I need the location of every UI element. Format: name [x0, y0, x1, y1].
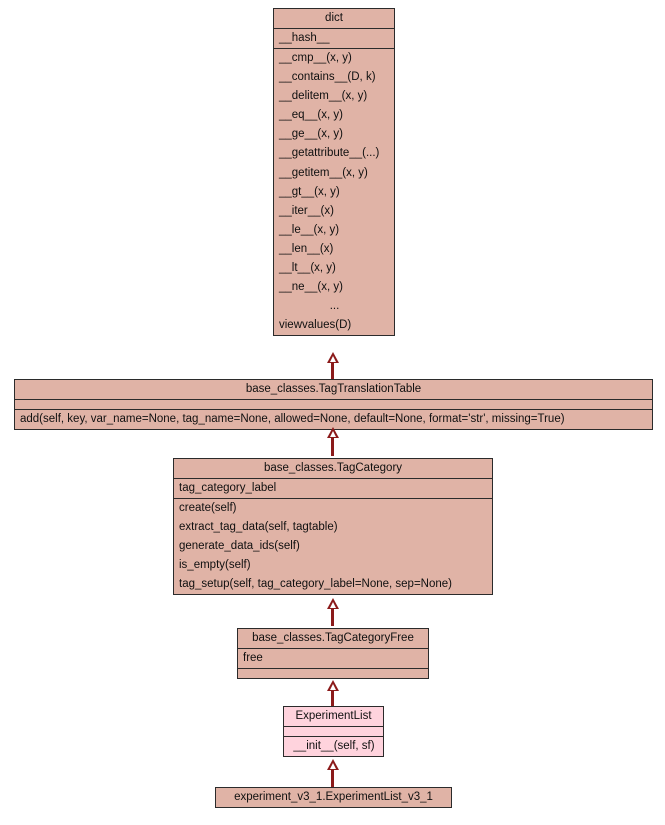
method-row: tag_setup(self, tag_category_label=None,… — [179, 578, 452, 591]
class-name-dict: dict — [325, 12, 343, 24]
class-box-experimentlist[interactable]: ExperimentList __init__(self, sf) — [283, 706, 384, 758]
method-row: extract_tag_data(self, tagtable) — [179, 521, 338, 534]
method-row: __getattribute__(...) — [279, 147, 380, 160]
method-row: __contains__(D, k) — [279, 71, 376, 84]
method-row: __getitem__(x, y) — [279, 166, 368, 179]
class-attributes-tagcategoryfree: free — [238, 648, 428, 668]
edge-line — [331, 770, 334, 788]
class-methods-tagcategory: create(self) extract_tag_data(self, tagt… — [174, 498, 492, 594]
class-name-tagcategoryfree: base_classes.TagCategoryFree — [252, 632, 414, 644]
edge-line — [331, 363, 334, 380]
method-row: __le__(x, y) — [279, 223, 340, 236]
class-header-dict: dict — [274, 9, 394, 28]
method-row: __delitem__(x, y) — [279, 90, 368, 103]
method-row: add(self, key, var_name=None, tag_name=N… — [20, 413, 565, 426]
class-box-experimentlistv31[interactable]: experiment_v3_1.ExperimentList_v3_1 — [215, 787, 452, 809]
attribute-row: __hash__ — [279, 32, 330, 45]
class-header-experimentlist: ExperimentList — [284, 707, 383, 726]
class-attributes-dict: __hash__ — [274, 28, 394, 48]
empty-methods-row — [238, 669, 428, 678]
class-header-tagtranslationtable: base_classes.TagTranslationTable — [15, 380, 652, 399]
class-header-tagcategory: base_classes.TagCategory — [174, 459, 492, 478]
class-box-tagcategoryfree[interactable]: base_classes.TagCategoryFree free — [237, 628, 429, 680]
method-row: generate_data_ids(self) — [179, 540, 300, 553]
class-attributes-tagcategory: tag_category_label — [174, 478, 492, 498]
class-header-experimentlistv31: experiment_v3_1.ExperimentList_v3_1 — [216, 788, 451, 807]
class-attributes-experimentlist — [284, 726, 383, 736]
method-row: __init__(self, sf) — [293, 740, 375, 753]
method-row: __len__(x) — [279, 242, 334, 255]
class-box-dict[interactable]: dict __hash__ __cmp__(x, y) __contains__… — [273, 8, 395, 337]
method-row: viewvalues(D) — [279, 319, 352, 331]
method-row-ellipsis: ... — [329, 299, 340, 312]
method-row: create(self) — [179, 502, 237, 515]
edge-line — [331, 438, 334, 456]
empty-attributes-row — [284, 727, 383, 736]
class-methods-dict: __cmp__(x, y) __contains__(D, k) __delit… — [274, 48, 394, 335]
class-methods-experimentlist: __init__(self, sf) — [284, 736, 383, 756]
edge-line — [331, 609, 334, 626]
class-box-tagtranslationtable[interactable]: base_classes.TagTranslationTable add(sel… — [14, 379, 653, 431]
method-row: __ge__(x, y) — [279, 128, 343, 141]
class-name-tagcategory: base_classes.TagCategory — [263, 462, 403, 474]
class-name-experimentlist: ExperimentList — [295, 710, 372, 722]
edge-line — [331, 691, 334, 706]
method-row: __eq__(x, y) — [279, 109, 343, 122]
empty-attributes-row — [15, 400, 652, 409]
method-row: __gt__(x, y) — [279, 185, 340, 198]
class-name-tagtranslationtable: base_classes.TagTranslationTable — [245, 383, 422, 395]
method-row: __cmp__(x, y) — [279, 52, 352, 65]
class-attributes-tagtranslationtable — [15, 399, 652, 409]
class-header-tagcategoryfree: base_classes.TagCategoryFree — [238, 629, 428, 648]
attribute-row: tag_category_label — [179, 482, 277, 495]
method-row: is_empty(self) — [179, 559, 251, 572]
class-methods-tagcategoryfree — [238, 668, 428, 678]
attribute-row: free — [243, 652, 263, 665]
method-row: __lt__(x, y) — [279, 261, 336, 274]
method-row: __ne__(x, y) — [279, 280, 343, 293]
class-methods-tagtranslationtable: add(self, key, var_name=None, tag_name=N… — [15, 409, 652, 429]
method-row: __iter__(x) — [279, 204, 334, 217]
class-name-experimentlistv31: experiment_v3_1.ExperimentList_v3_1 — [234, 791, 433, 803]
class-box-tagcategory[interactable]: base_classes.TagCategory tag_category_la… — [173, 458, 493, 596]
